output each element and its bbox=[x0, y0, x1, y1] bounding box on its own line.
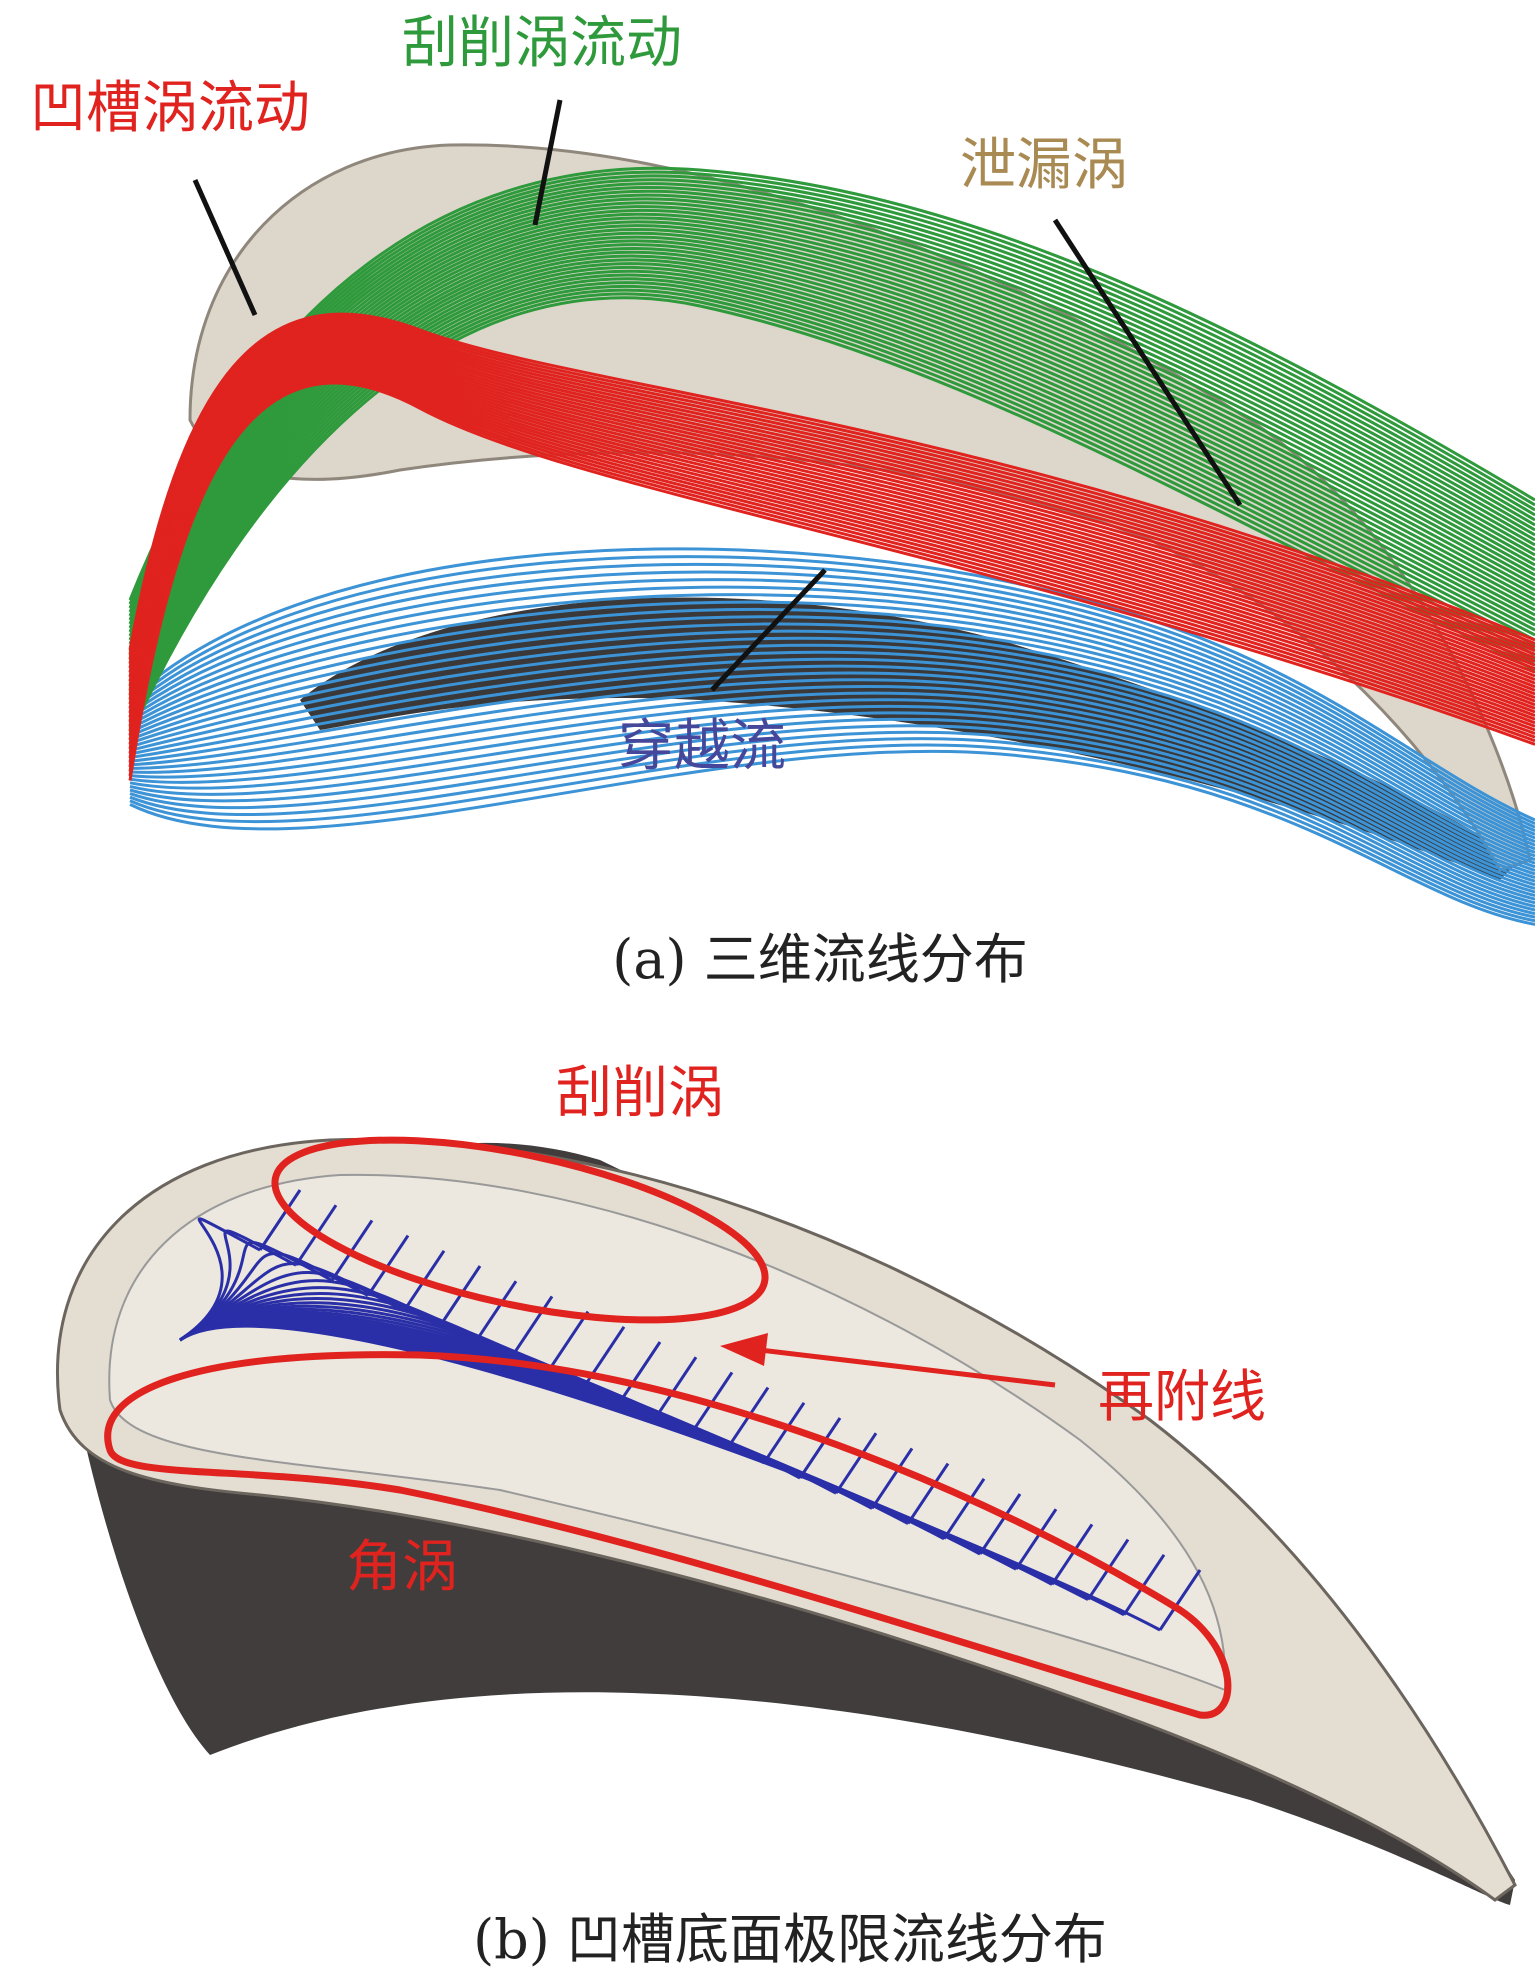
limiting-streamline bbox=[546, 1310, 590, 1373]
corner-vortex-region bbox=[104, 1351, 1232, 1719]
streamline-green bbox=[128, 250, 1535, 689]
label-crossing-flow: 穿越流 bbox=[618, 714, 786, 779]
limiting-streamline bbox=[510, 1295, 554, 1358]
streamline-blue bbox=[129, 749, 1535, 926]
streamline-blue bbox=[129, 555, 1535, 825]
streamline-blue bbox=[129, 691, 1535, 894]
limiting-streamline bbox=[1014, 1508, 1058, 1571]
streamline-blue bbox=[129, 724, 1535, 912]
limiting-streamline bbox=[942, 1477, 986, 1540]
streamline-blue bbox=[129, 650, 1535, 872]
limiting-streamline bbox=[654, 1356, 698, 1419]
limiting-streamline bbox=[1050, 1523, 1094, 1586]
panel-b: 刮削涡 再附线 角涡 (b) 凹槽底面极限流线分布 bbox=[55, 1061, 1517, 1971]
streamline-blue bbox=[129, 593, 1535, 843]
limiting-streamline bbox=[474, 1280, 518, 1343]
streamline-blue bbox=[129, 657, 1535, 876]
streamline-blue bbox=[129, 737, 1535, 919]
streamline-blue bbox=[129, 717, 1535, 908]
caption-a: (a) 三维流线分布 bbox=[612, 928, 1028, 991]
streamline-blue bbox=[129, 607, 1535, 851]
panel-a: 凹槽涡流动 刮削涡流动 泄漏涡 穿越流 (a) 三维流线分布 bbox=[30, 11, 1535, 991]
streamline-green bbox=[128, 239, 1535, 677]
limiting-streamline bbox=[906, 1462, 950, 1525]
limiting-streamline bbox=[978, 1493, 1022, 1555]
arrow-leakage-vortex bbox=[1052, 218, 1243, 507]
streamline-green bbox=[128, 224, 1535, 661]
streamline-blue bbox=[129, 671, 1535, 883]
streamline-blue bbox=[129, 664, 1535, 880]
limiting-streamline bbox=[762, 1401, 806, 1464]
streamline-blue bbox=[129, 698, 1535, 898]
label-scraping-vortex: 刮削涡 bbox=[556, 1061, 724, 1126]
streamline-blue bbox=[129, 622, 1535, 858]
streamline-green bbox=[128, 273, 1535, 713]
streamline-green bbox=[128, 247, 1535, 685]
streamline-blue bbox=[129, 743, 1535, 923]
label-corner-vortex: 角涡 bbox=[346, 1535, 458, 1600]
streamline-blue bbox=[129, 704, 1535, 901]
streamline-green bbox=[128, 269, 1535, 709]
streamline-blue bbox=[129, 636, 1535, 865]
streamline-green bbox=[128, 231, 1535, 669]
streamline-blue bbox=[129, 570, 1535, 833]
limiting-streamline bbox=[179, 1217, 261, 1342]
arrow-scraping-vortex bbox=[532, 99, 563, 226]
streamline-blue bbox=[129, 711, 1535, 905]
streamline-blue bbox=[129, 730, 1535, 916]
label-leakage-vortex: 泄漏涡 bbox=[960, 133, 1128, 198]
streamline-green bbox=[128, 258, 1535, 697]
streamline-blue bbox=[129, 562, 1535, 829]
streamline-blue bbox=[129, 615, 1535, 854]
streamline-green bbox=[128, 262, 1535, 701]
streamline-blue bbox=[129, 643, 1535, 869]
streamline-blue bbox=[129, 585, 1535, 840]
streamline-green bbox=[128, 277, 1535, 717]
streamline-green bbox=[128, 281, 1535, 721]
limiting-streamline bbox=[834, 1432, 878, 1495]
limiting-streamline bbox=[179, 1229, 297, 1342]
limiting-streamline bbox=[798, 1417, 842, 1479]
streamline-green bbox=[128, 243, 1535, 681]
limiting-streamline bbox=[179, 1324, 1161, 1632]
streamline-green bbox=[128, 292, 1535, 733]
label-groove-vortex-flow: 凹槽涡流动 bbox=[30, 76, 310, 141]
streamline-red bbox=[128, 381, 1535, 781]
blade-a-pressure-side bbox=[300, 597, 1520, 880]
streamline-blue bbox=[129, 600, 1535, 847]
arrow-groove-vortex bbox=[192, 178, 258, 317]
streamline-blue bbox=[129, 629, 1535, 862]
limiting-streamline bbox=[1158, 1569, 1202, 1631]
arrow-crossing-flow bbox=[710, 568, 827, 692]
streamline-green bbox=[128, 228, 1535, 665]
limiting-streamlines bbox=[179, 1189, 1202, 1632]
arrow-reattachment bbox=[720, 1333, 1056, 1388]
streamline-green bbox=[128, 235, 1535, 673]
label-reattachment-line: 再附线 bbox=[1098, 1365, 1266, 1430]
scraping-vortex-region bbox=[271, 1136, 769, 1324]
limiting-streamline bbox=[258, 1189, 302, 1251]
streamline-green bbox=[128, 216, 1535, 653]
limiting-streamline bbox=[618, 1341, 662, 1403]
label-scraping-vortex-flow: 刮削涡流动 bbox=[402, 11, 682, 76]
streamline-green bbox=[128, 288, 1535, 729]
caption-b: (b) 凹槽底面极限流线分布 bbox=[473, 1908, 1107, 1971]
streamline-green bbox=[128, 220, 1535, 657]
streamline-blue bbox=[129, 678, 1535, 887]
limiting-streamline bbox=[870, 1447, 914, 1510]
arrows-a bbox=[192, 99, 1243, 692]
streamline-blue bbox=[129, 578, 1535, 836]
streamline-blue bbox=[129, 684, 1535, 890]
streamline-blue bbox=[128, 547, 1535, 822]
streamline-green bbox=[128, 265, 1535, 705]
streamlines-a bbox=[128, 166, 1535, 926]
streamline-green bbox=[128, 254, 1535, 693]
streamline-green bbox=[128, 296, 1535, 737]
